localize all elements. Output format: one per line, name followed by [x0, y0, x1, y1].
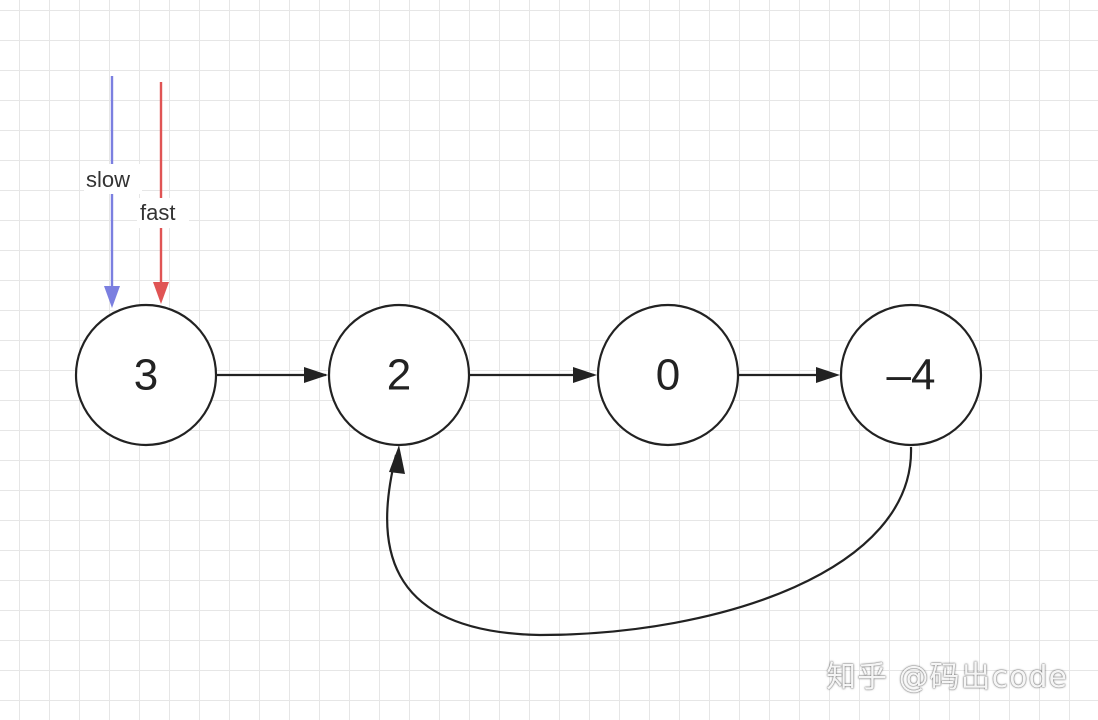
slow-pointer: slow: [84, 76, 142, 308]
node-3-label: 3: [134, 351, 158, 400]
fast-label: fast: [140, 200, 175, 225]
fast-pointer: fast: [137, 82, 189, 304]
fast-pointer-arrowhead: [153, 282, 169, 304]
edge-2-to-0-arrowhead: [573, 367, 597, 383]
node-2: 2: [327, 303, 471, 447]
slow-label-bg: [84, 164, 142, 194]
edge-neg4-to-2-cycle: [386, 446, 913, 637]
node-0-label: 0: [656, 351, 680, 400]
watermark: 知乎 @码出code: [826, 660, 1068, 695]
fast-label-bg: [137, 198, 189, 228]
slow-label: slow: [86, 167, 130, 192]
node-2-label: 2: [387, 351, 411, 400]
edge-3-to-2-arrowhead: [304, 367, 328, 383]
node-3: 3: [74, 303, 218, 447]
node-neg4-label: –4: [887, 351, 936, 400]
node-neg4: –4: [839, 303, 983, 447]
edge-neg4-to-2-arrowhead: [389, 445, 405, 474]
slow-pointer-arrowhead: [104, 286, 120, 308]
node-0: 0: [596, 303, 740, 447]
edge-0-to-neg4-arrowhead: [816, 367, 840, 383]
